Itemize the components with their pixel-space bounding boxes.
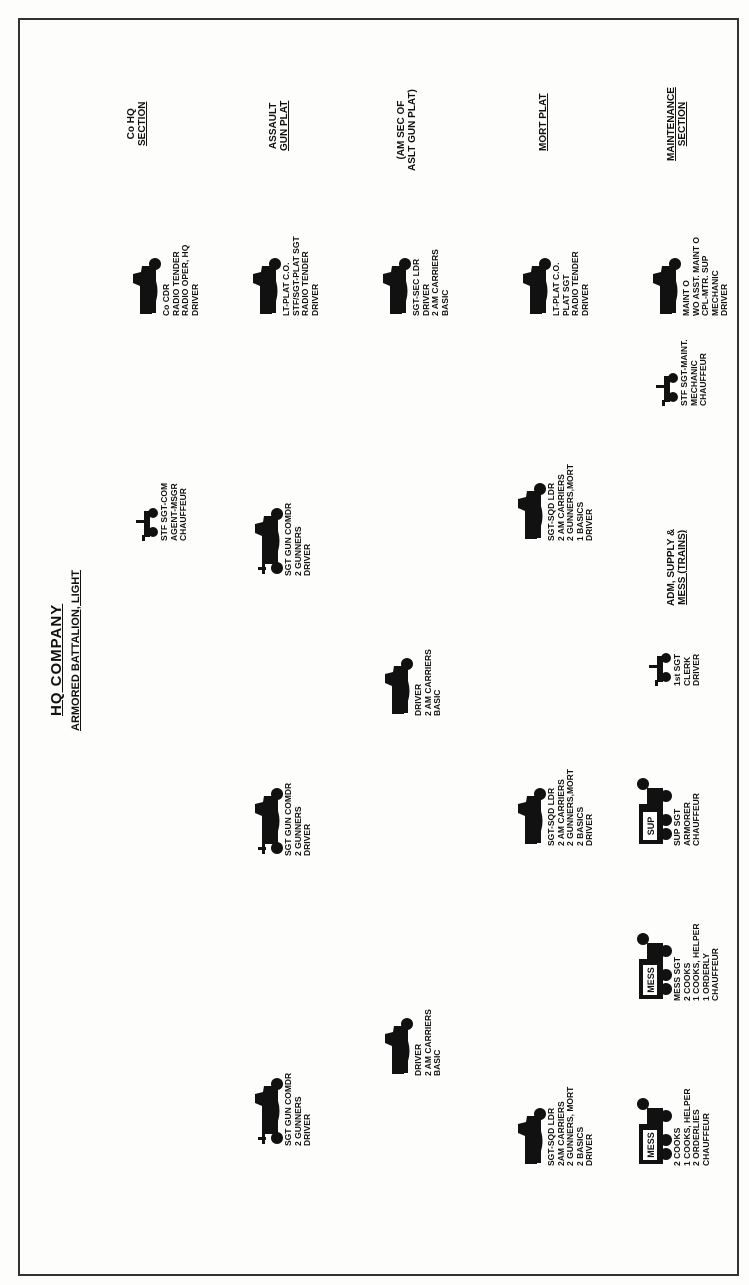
sup-badge: SUP — [646, 817, 656, 836]
truck-icon: SUP — [633, 776, 673, 846]
mess-badge: MESS — [646, 967, 656, 993]
jeep-icon — [130, 501, 160, 541]
truck-icon: MESS — [633, 1096, 673, 1166]
halftrack-icon — [380, 656, 414, 716]
halftrack-icon — [378, 256, 412, 316]
jeep-icon — [650, 366, 680, 406]
company-title: HQ COMPANY — [48, 604, 65, 716]
halftrack-icon — [248, 256, 282, 316]
halftrack-icon — [513, 786, 547, 846]
halftrack-icon — [513, 481, 547, 541]
halftrack-icon — [648, 256, 682, 316]
gun-motor-carriage-icon — [250, 1074, 284, 1146]
gun-motor-carriage-icon — [250, 504, 284, 576]
section-header-adm-supply-mess: ADM, SUPPLY &MESS (TRAINS) — [666, 529, 688, 606]
diagram-canvas: HQ COMPANY ARMORED BATTALION, LIGHT Co H… — [18, 18, 739, 1276]
jeep-icon — [643, 646, 673, 686]
halftrack-icon — [380, 1016, 414, 1076]
halftrack-icon — [128, 256, 162, 316]
section-header-mort-plat: MORT PLAT — [538, 93, 549, 151]
halftrack-icon — [513, 1106, 547, 1166]
company-subtitle: ARMORED BATTALION, LIGHT — [70, 570, 82, 731]
halftrack-icon — [518, 256, 552, 316]
gun-motor-carriage-icon — [250, 784, 284, 856]
truck-icon: MESS — [633, 931, 673, 1001]
mess-badge: MESS — [646, 1132, 656, 1158]
